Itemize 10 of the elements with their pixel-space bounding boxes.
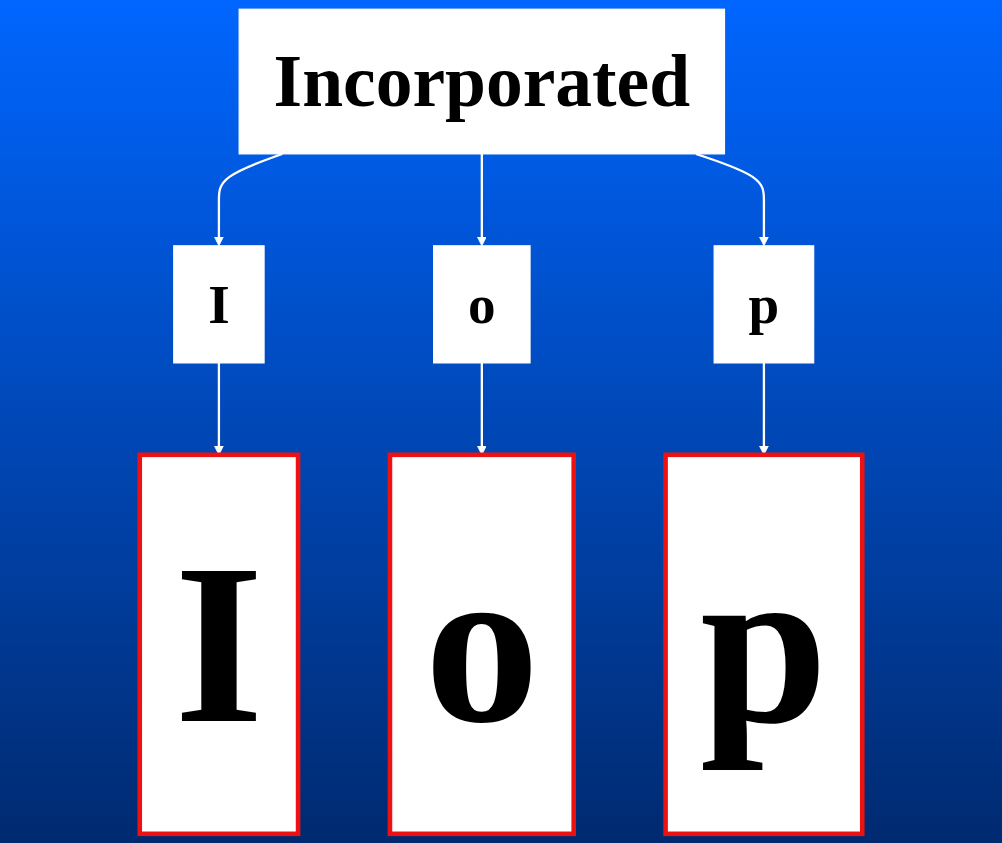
node-box: o xyxy=(387,452,576,837)
arrow xyxy=(476,153,487,247)
node-box: p xyxy=(713,245,815,364)
arrow xyxy=(695,152,769,247)
node-box: p xyxy=(663,452,865,837)
node-box: Incorporated xyxy=(238,8,726,155)
node-box: I xyxy=(173,245,265,364)
node-box: I xyxy=(137,452,301,837)
arrow xyxy=(213,152,283,247)
node-box: o xyxy=(433,245,531,364)
